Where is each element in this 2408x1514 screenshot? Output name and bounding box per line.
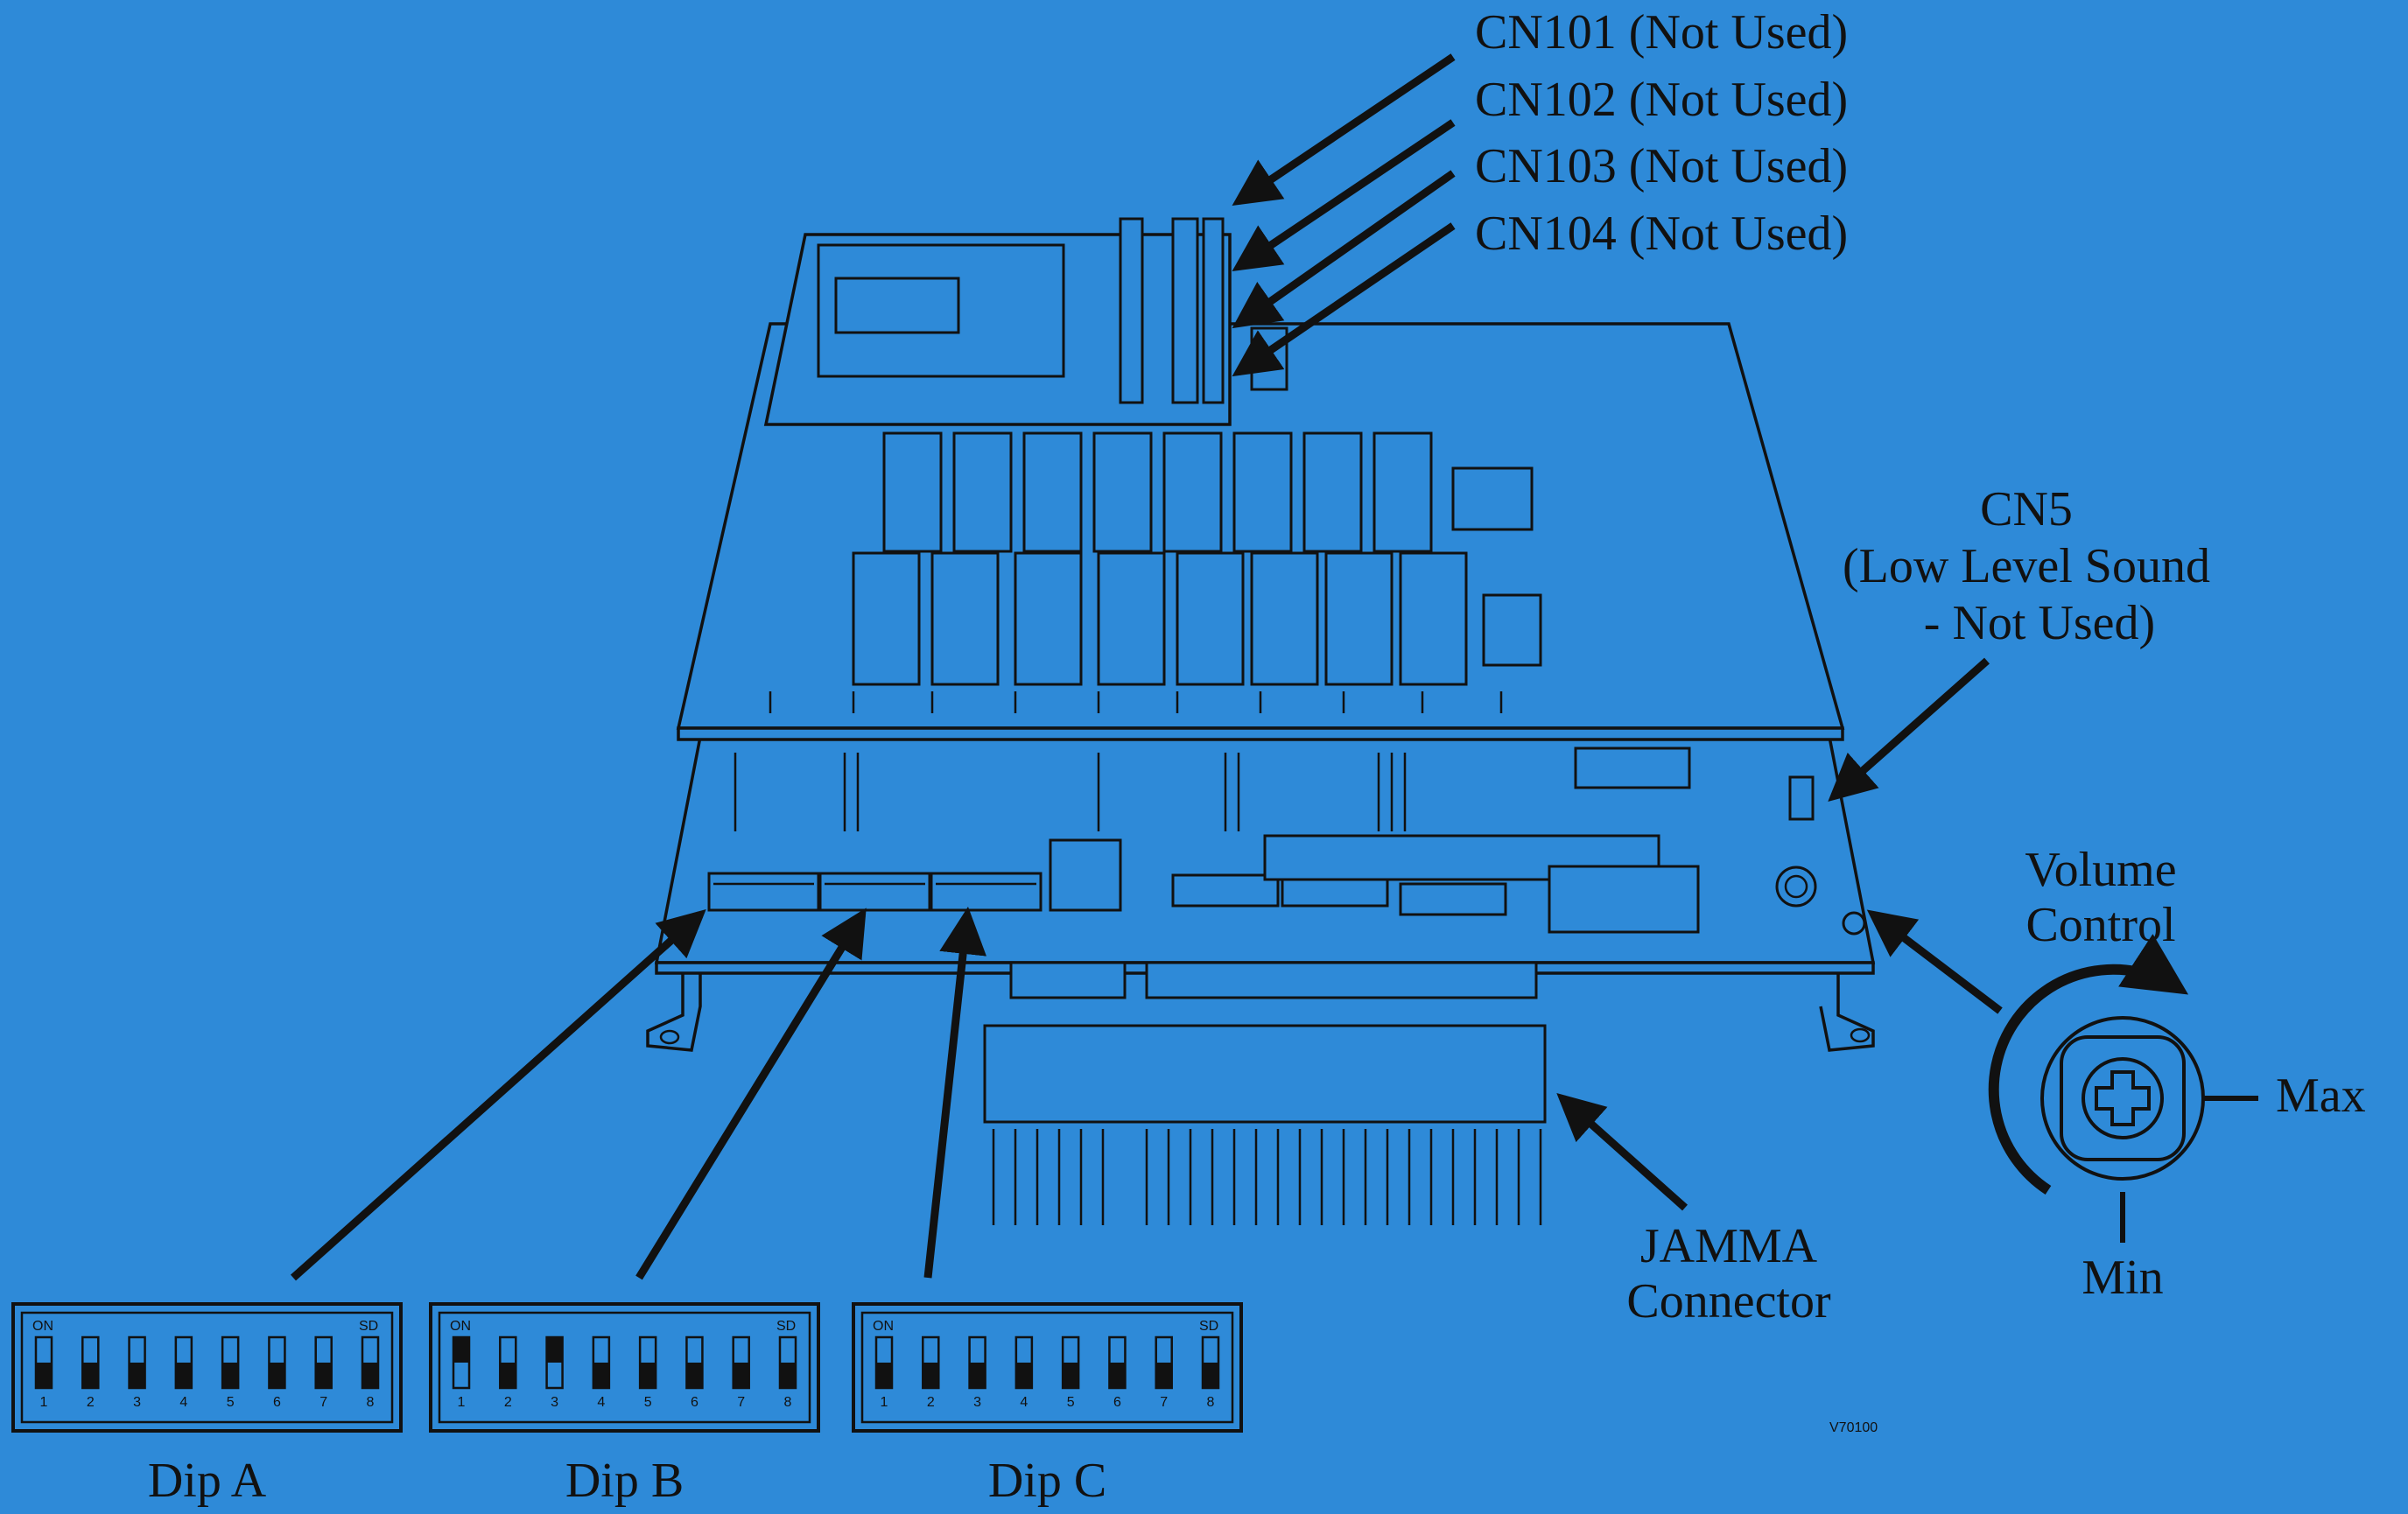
- dip-switch-knob-1: [36, 1363, 52, 1388]
- dip-switch-number: 7: [737, 1395, 745, 1410]
- dip-switch-number: 7: [1160, 1395, 1168, 1410]
- rotation-arrow: [1988, 934, 2189, 1195]
- dip-switch-knob-3: [546, 1337, 563, 1363]
- dip-switch-knob-5: [640, 1363, 656, 1388]
- dip-switch-knob-1: [453, 1337, 469, 1363]
- volume-label-line1: Volume: [2025, 843, 2176, 897]
- dip-panel-name: Dip B: [565, 1454, 684, 1508]
- dip-switch-knob-7: [1155, 1363, 1172, 1388]
- volume-label-line2: Control: [2025, 898, 2175, 952]
- dip-switch-knob-2: [500, 1363, 516, 1388]
- dip-switch-knob-6: [686, 1363, 703, 1388]
- dip-switch-knob-8: [780, 1363, 796, 1388]
- labels: CN101 (Not Used) CN102 (Not Used) CN103 …: [1475, 5, 2366, 1435]
- dip-switch-number: 4: [179, 1395, 187, 1410]
- cn5-title: CN5: [1980, 482, 2073, 536]
- dip-panel-name: Dip A: [148, 1454, 267, 1508]
- dip-switch-number: 2: [87, 1395, 95, 1410]
- cn101-label: CN101 (Not Used): [1475, 5, 1848, 60]
- cn102-label: CN102 (Not Used): [1475, 73, 1848, 127]
- dip-switch-knob-8: [1203, 1363, 1218, 1388]
- figure-code: V70100: [1829, 1420, 1878, 1435]
- dip-panel-inner-frame: [860, 1311, 1234, 1424]
- dip-switch-number: 5: [227, 1395, 235, 1410]
- min-label: Min: [2082, 1251, 2163, 1305]
- cn5-line2: - Not Used): [1924, 596, 2155, 650]
- dip-panel-name: Dip C: [988, 1454, 1106, 1508]
- dip-switch-number: 4: [1020, 1395, 1028, 1410]
- dip-switch-knob-4: [175, 1363, 192, 1388]
- dip-switch-number: 5: [644, 1395, 652, 1410]
- cn103-label: CN103 (Not Used): [1475, 139, 1848, 193]
- dip-switch-number: 3: [551, 1395, 558, 1410]
- dip-switch-number: 8: [784, 1395, 792, 1410]
- dip-switch-knob-6: [1109, 1363, 1126, 1388]
- dip-on-label: ON: [32, 1319, 53, 1334]
- dip-switch-number: 1: [881, 1395, 888, 1410]
- dip-switch-number: 8: [1207, 1395, 1215, 1410]
- dip-switch-knob-3: [129, 1363, 145, 1388]
- dip-switch-knob-6: [269, 1363, 285, 1388]
- dip-switch-knob-4: [1015, 1363, 1032, 1388]
- dip-switch-number: 3: [133, 1395, 141, 1410]
- dip-sd-label: SD: [776, 1319, 796, 1334]
- dip-switch-number: 6: [273, 1395, 281, 1410]
- dip-switch-number: 2: [504, 1395, 512, 1410]
- dip-switch-number: 5: [1067, 1395, 1075, 1410]
- dip-panel-frame: [852, 1302, 1243, 1433]
- dip-panel-frame: [429, 1302, 820, 1433]
- dip-switch-number: 3: [973, 1395, 981, 1410]
- upper-board: [676, 217, 1845, 741]
- dip-panel-inner-frame: [438, 1311, 811, 1424]
- dip-sd-label: SD: [1199, 1319, 1218, 1334]
- dip-switch-knob-3: [969, 1363, 986, 1388]
- main-board: [646, 735, 1876, 1052]
- dip-panel-inner-frame: [20, 1311, 394, 1424]
- dip-on-label: ON: [450, 1319, 471, 1334]
- dip-sd-label: SD: [359, 1319, 378, 1334]
- dip-switch-knob-2: [923, 1363, 939, 1388]
- jamma-label-line2: Connector: [1626, 1274, 1831, 1328]
- max-label: Max: [2276, 1069, 2366, 1123]
- jamma-connector: [983, 1024, 1547, 1225]
- cn104-label: CN104 (Not Used): [1475, 207, 1848, 261]
- cn5-line1: (Low Level Sound: [1843, 539, 2210, 593]
- dip-switch-knob-4: [593, 1363, 609, 1388]
- dip-panel-frame: [11, 1302, 403, 1433]
- dip-switch-number: 6: [691, 1395, 699, 1410]
- callout-arrows: [291, 53, 2003, 1281]
- dip-switch-knob-2: [82, 1363, 99, 1388]
- dip-switch-number: 7: [319, 1395, 327, 1410]
- dip-switch-knob-7: [733, 1363, 749, 1388]
- dip-switch-knob-5: [1063, 1363, 1079, 1388]
- volume-knob: [1988, 934, 2258, 1243]
- dip-switch-number: 8: [367, 1395, 375, 1410]
- dip-switch-number: 2: [927, 1395, 935, 1410]
- dip-switch-number: 6: [1113, 1395, 1121, 1410]
- dip-switch-knob-1: [876, 1363, 892, 1388]
- dip-switch-number: 4: [597, 1395, 605, 1410]
- dip-switch-knob-8: [362, 1363, 378, 1388]
- dip-switch-number: 1: [40, 1395, 48, 1410]
- dip-switch-knob-7: [315, 1363, 332, 1388]
- dip-on-label: ON: [873, 1319, 894, 1334]
- dip-switch-knob-5: [222, 1363, 239, 1388]
- jamma-label-line1: JAMMA: [1640, 1219, 1818, 1273]
- dip-switch-number: 1: [458, 1395, 466, 1410]
